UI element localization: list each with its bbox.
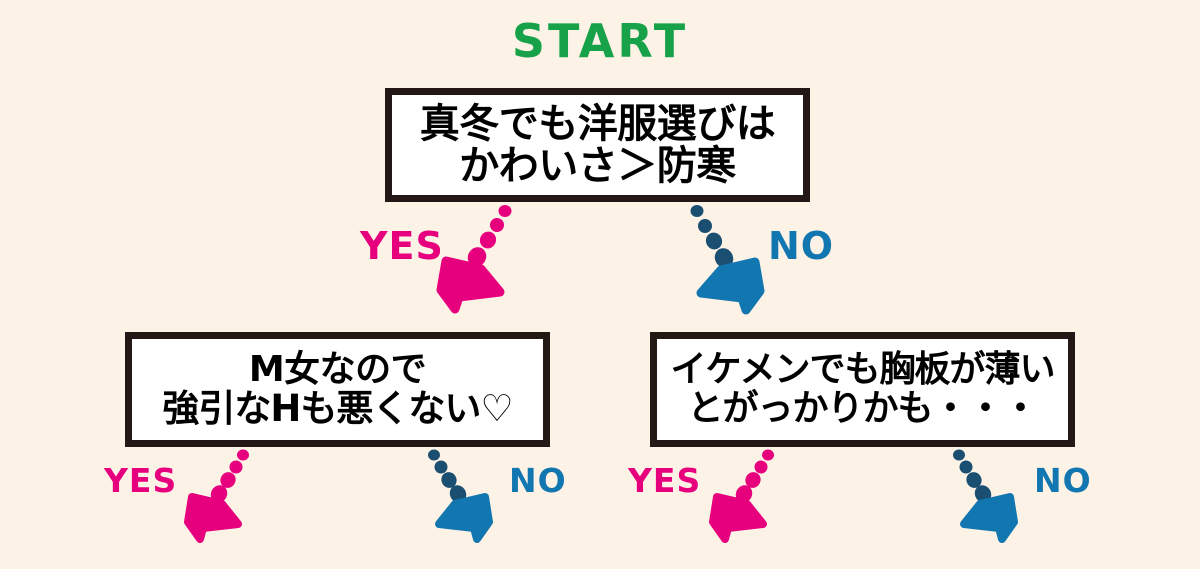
arrow-left-yes (184, 449, 249, 543)
decision-box-start-line2: かわいさ＞防寒 (459, 143, 736, 189)
branch-label-left-no: NO (509, 461, 567, 500)
decision-box-left-line2: 強引なHも悪くない♡ (162, 386, 513, 430)
decision-box-left[interactable]: M女なので 強引なHも悪くない♡ (125, 332, 550, 447)
arrow-left-no (428, 449, 493, 543)
decision-box-start[interactable]: 真冬でも洋服選びは かわいさ＞防寒 (385, 88, 810, 202)
decision-box-right-line2: とがっかりかも・・・ (687, 387, 1038, 429)
start-caption: START (511, 14, 689, 68)
decision-box-left-line1: M女なので (248, 348, 427, 390)
branch-label-start-yes: YES (360, 224, 444, 268)
decision-box-start-line1: 真冬でも洋服選びは (419, 100, 776, 147)
arrow-start-yes (436, 205, 512, 314)
branch-label-start-no: NO (768, 224, 835, 268)
branch-label-left-yes: YES (104, 461, 178, 500)
arrow-start-no (690, 205, 765, 315)
arrow-right-yes (709, 449, 774, 543)
decision-box-right-line1: イケメンでも胸板が薄い (670, 349, 1056, 391)
decision-box-right[interactable]: イケメンでも胸板が薄い とがっかりかも・・・ (650, 332, 1075, 447)
arrow-right-no (953, 449, 1018, 543)
branch-label-right-no: NO (1034, 461, 1092, 500)
branch-label-right-yes: YES (628, 461, 702, 500)
